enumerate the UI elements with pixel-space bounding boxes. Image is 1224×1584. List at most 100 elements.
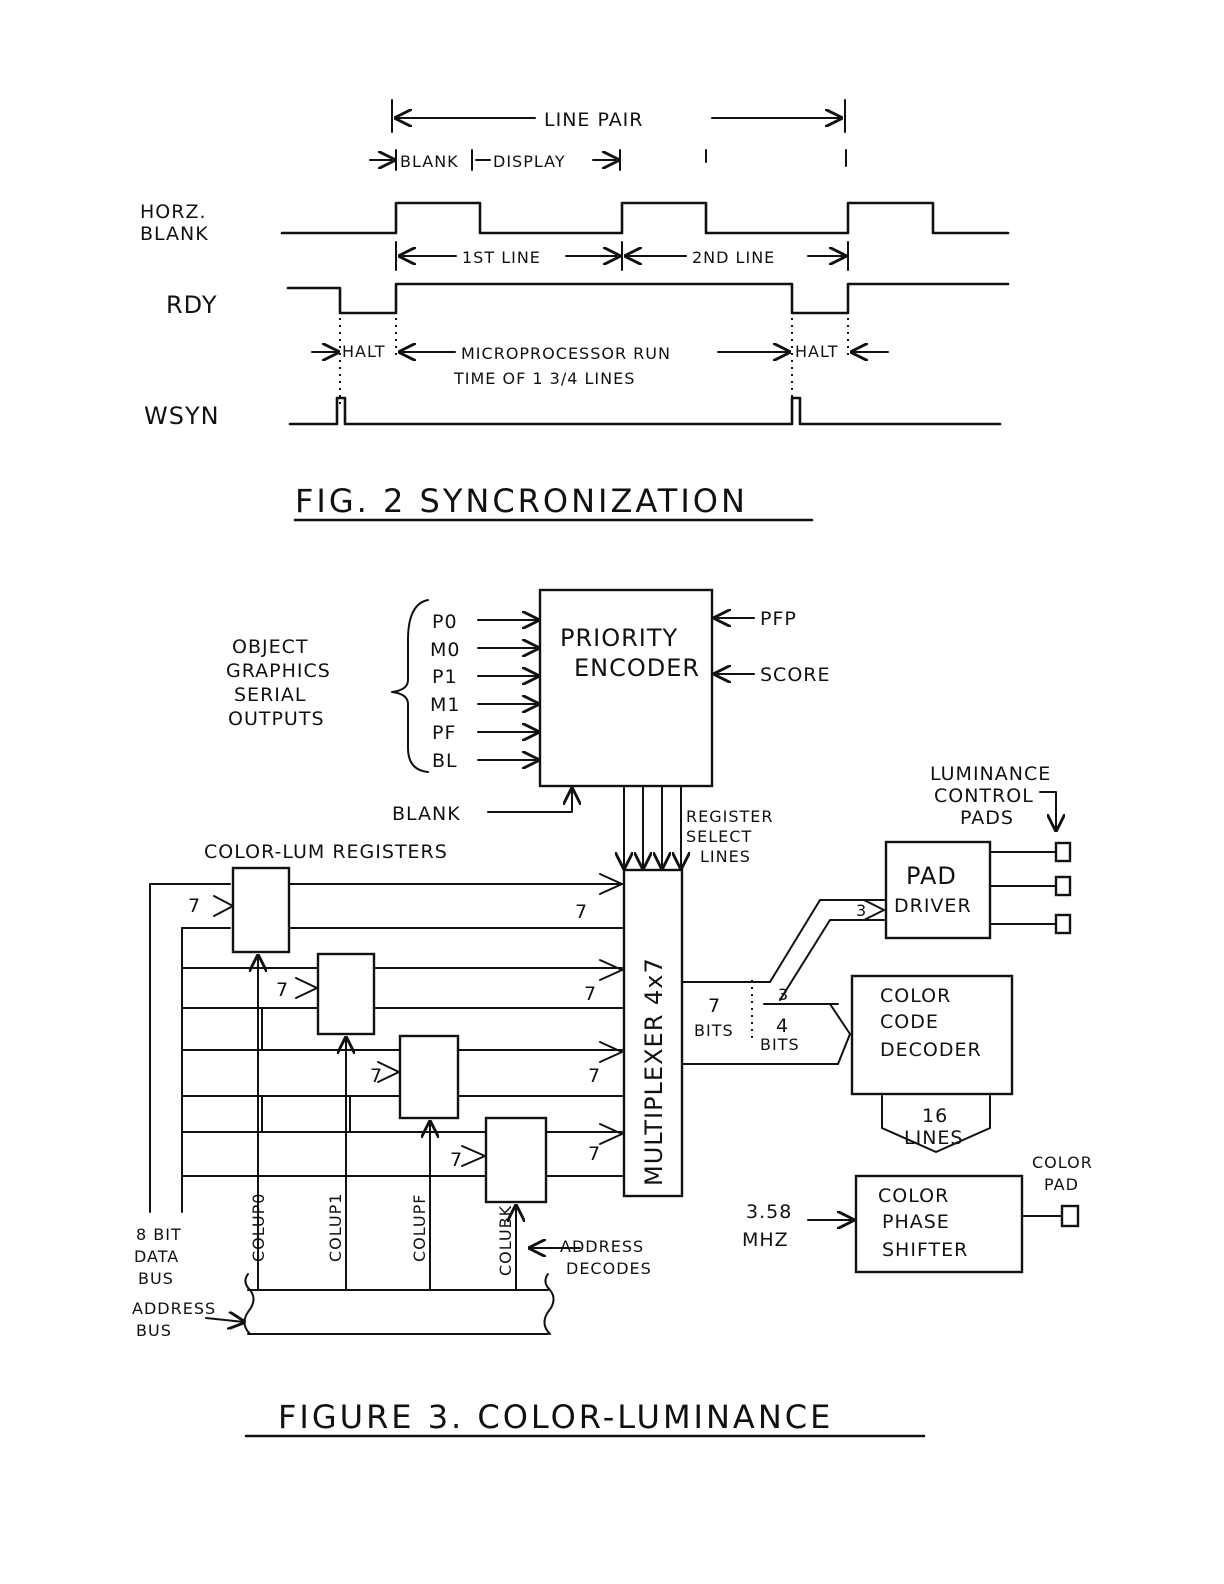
rdy-label: RDY (166, 291, 218, 319)
data-bus-label-1: 8 BIT (136, 1225, 182, 1244)
reg1-input-chevron-b (295, 987, 318, 999)
luminance-pad-3 (1054, 913, 1072, 935)
sixteen-lines-label-2: LINES (904, 1127, 963, 1149)
multiplexer-box (622, 868, 684, 1198)
multiplexer-label: MULTIPLEXER 4x7 (640, 957, 668, 1186)
clock-label-2: MHZ (742, 1229, 789, 1251)
color-pad-label-1: COLOR (1032, 1153, 1093, 1172)
reg2-out-chevron-a (599, 1041, 623, 1053)
encoder-input-pf: PF (432, 722, 456, 744)
reg1-out-chevron-b (599, 969, 623, 981)
luminance-pad-1 (1054, 841, 1072, 863)
second-line-label: 2ND LINE (692, 248, 775, 267)
color-lum-registers-label: COLOR-LUM REGISTERS (204, 841, 448, 863)
reg3-input-width: 7 (450, 1149, 463, 1171)
color-lum-register-0: 7 7 (188, 866, 623, 1291)
register-colupf-box (398, 1034, 460, 1120)
color-code-decoder-box (850, 974, 1014, 1096)
blank-input-arrow (487, 789, 572, 813)
luminance-control-arrow (1039, 791, 1056, 830)
blank-label: BLANK (400, 152, 459, 171)
register-colubk-box (484, 1116, 548, 1204)
register-name-colubk: COLUBK (496, 1205, 515, 1276)
priority-encoder-label-1: PRIORITY (560, 624, 678, 652)
clock-label-1: 3.58 (746, 1201, 792, 1223)
reg0-output-width: 7 (575, 901, 588, 923)
pad-driver-in-width: 3 (856, 901, 867, 920)
reg2-out-chevron-b (599, 1051, 623, 1063)
reg3-input-chevron-a (461, 1145, 486, 1157)
encoder-input-m0: M0 (430, 639, 460, 661)
mux-out-width: 7 (708, 995, 721, 1017)
display-label: DISPLAY (493, 152, 566, 171)
line-pair-label: LINE PAIR (544, 109, 644, 131)
luminance-control-label-1: LUMINANCE (930, 763, 1051, 785)
data-bus-label-2: DATA (134, 1247, 179, 1266)
reg1-input-width: 7 (276, 979, 289, 1001)
pad-driver-chevron-a (863, 899, 885, 911)
reg1-output-width: 7 (584, 983, 597, 1005)
color-pad-label-2: PAD (1044, 1175, 1079, 1194)
halt-2-label: HALT (795, 342, 838, 361)
data-bus-label-3: BUS (138, 1269, 174, 1288)
reg0-input-chevron-b (213, 905, 234, 917)
object-graphics-label-1: OBJECT (232, 636, 308, 658)
priority-encoder-label-2: ENCODER (574, 654, 700, 682)
score-label: SCORE (760, 664, 831, 686)
color-lum-register-1: 7 7 (276, 952, 623, 1291)
register-select-label-2: SELECT (686, 827, 752, 846)
register-select-label-1: REGISTER (686, 807, 774, 826)
halt-1-label: HALT (342, 342, 385, 361)
encoder-input-bl: BL (432, 750, 458, 772)
color-lum-register-3: 7 7 (450, 1116, 623, 1291)
wsyn-waveform (288, 396, 1002, 426)
color-code-decoder-label-1: COLOR (880, 985, 951, 1007)
reg2-input-chevron-b (377, 1071, 400, 1083)
pad-driver-chevron-b (863, 909, 885, 921)
reg2-input-chevron-a (377, 1061, 400, 1073)
reg2-output-width: 7 (588, 1065, 601, 1087)
register-name-colup1: COLUP1 (326, 1193, 345, 1262)
register-name-colupf: COLUPF (410, 1194, 429, 1262)
decoder-chevron-b (837, 1033, 851, 1065)
address-bus-break-right (543, 1273, 555, 1335)
horz-blank-waveform (280, 201, 1010, 235)
reg1-input-chevron-a (295, 977, 318, 989)
fig2-sync-diagram: LINE PAIR BLANK DISPLAY HORZ. BLANK 1ST … (140, 99, 1010, 522)
fig3-title: FIGURE 3. COLOR-LUMINANCE (278, 1398, 833, 1436)
luminance-control-label-2: CONTROL (934, 785, 1034, 807)
register-colup0-box (231, 866, 291, 954)
color-pad (1060, 1204, 1080, 1228)
priority-encoder-box (538, 588, 714, 788)
pad-driver-label-1: PAD (906, 862, 957, 890)
color-phase-shifter-box (854, 1174, 1024, 1274)
address-bus-label-2: BUS (136, 1321, 172, 1340)
reg1-out-chevron-a (599, 959, 623, 971)
color-code-decoder-label-3: DECODER (880, 1039, 982, 1061)
reg3-input-chevron-b (461, 1155, 486, 1167)
decoder-chevron-a (829, 1003, 851, 1035)
sixteen-lines-label-1: 16 (922, 1105, 948, 1127)
color-phase-shifter-label-2: PHASE (882, 1211, 950, 1233)
luminance-pad-2 (1054, 875, 1072, 897)
encoder-inputs: P0 M0 P1 M1 PF BL (430, 611, 538, 772)
address-bus-break-left (243, 1273, 255, 1335)
sixteen-lines-funnel (881, 1095, 991, 1153)
address-decodes-label-1: ADDRESS (560, 1237, 644, 1256)
horz-blank-label-2: BLANK (140, 223, 209, 245)
fig3-color-luminance-diagram: OBJECT GRAPHICS SERIAL OUTPUTS P0 M0 P1 … (132, 588, 1093, 1438)
mux-out-bits-label: BITS (694, 1021, 734, 1040)
object-graphics-label-2: GRAPHICS (226, 660, 331, 682)
color-phase-shifter-label-1: COLOR (878, 1185, 949, 1207)
pad-driver-box (884, 840, 992, 940)
color-phase-shifter-label-3: SHIFTER (882, 1239, 968, 1261)
split-width-3: 3 (778, 985, 789, 1004)
luminance-control-label-3: PADS (960, 807, 1014, 829)
pad-driver-label-2: DRIVER (894, 895, 972, 917)
object-graphics-brace (391, 599, 429, 773)
reg2-input-width: 7 (370, 1065, 383, 1087)
blank-input-label: BLANK (392, 803, 461, 825)
horz-blank-label-1: HORZ. (140, 201, 207, 223)
pad-driver-feed-1 (769, 899, 885, 983)
decoder-in-bits-label: BITS (760, 1035, 800, 1054)
